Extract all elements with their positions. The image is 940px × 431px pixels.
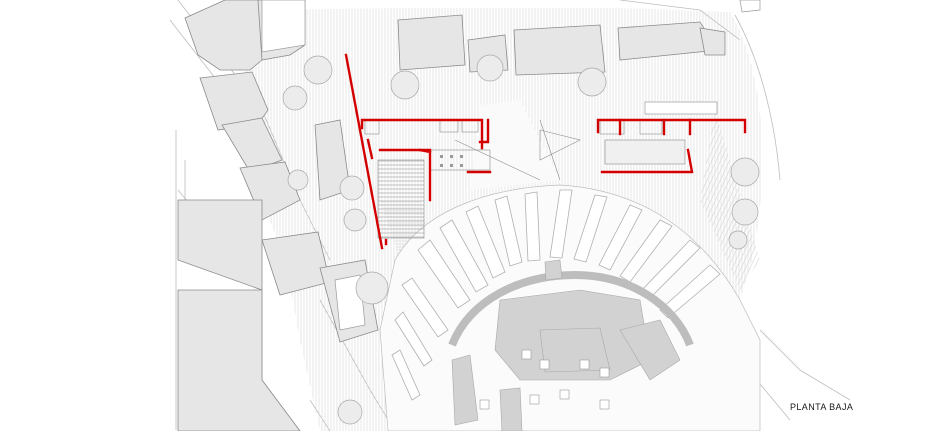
existing-buildings (177, 0, 726, 431)
tree (731, 198, 759, 226)
tree (303, 55, 333, 85)
tree (339, 175, 365, 201)
tree (390, 70, 420, 100)
tree (730, 157, 760, 187)
tree (343, 208, 367, 232)
tree (476, 54, 504, 82)
trees (282, 54, 760, 425)
amphitheatre-ruins (379, 184, 761, 431)
tree (282, 85, 308, 111)
column-grid (440, 155, 463, 167)
new-walls (344, 53, 747, 250)
drawing-title: PLANTA BAJA (790, 402, 854, 412)
tree (337, 399, 363, 425)
tree (287, 169, 309, 191)
tree (577, 67, 607, 97)
tree (728, 230, 748, 250)
new-building-interior (364, 119, 686, 239)
tree (355, 271, 389, 305)
